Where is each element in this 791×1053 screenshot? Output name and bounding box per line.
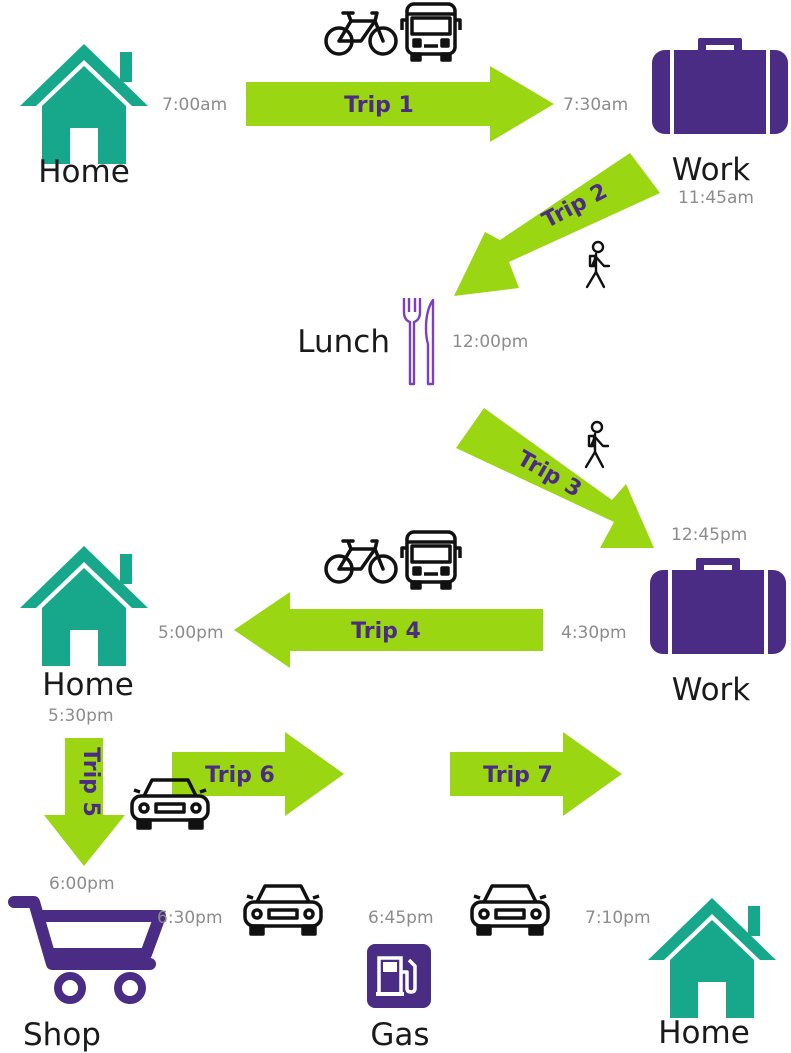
trip-1-arrow	[246, 66, 554, 142]
bicycle-icon	[324, 11, 398, 56]
time-t5-end: 6:00pm	[49, 874, 115, 894]
lunch-label: Lunch	[297, 324, 390, 360]
home-1-house-icon	[20, 44, 148, 164]
bus-icon	[400, 530, 462, 590]
time-t3-end: 12:45pm	[671, 525, 747, 545]
trip-4-label: Trip 4	[351, 619, 421, 644]
trip-7-arrow	[450, 732, 622, 816]
time-t2-end: 12:00pm	[452, 332, 528, 352]
gas-label: Gas	[370, 1017, 429, 1053]
home-2-label: Home	[42, 667, 134, 703]
work-1-briefcase-icon	[652, 38, 788, 134]
shop-cart-icon	[8, 896, 166, 1004]
car-icon	[243, 884, 323, 936]
bus-icon	[400, 2, 462, 62]
time-t2-start: 11:45am	[678, 188, 754, 208]
car-icon	[470, 884, 550, 936]
pedestrian-icon	[585, 240, 611, 289]
shop-label: Shop	[23, 1017, 101, 1053]
bicycle-icon	[324, 539, 398, 584]
trip-1-label: Trip 1	[344, 93, 414, 118]
time-t5-start: 5:30pm	[48, 706, 114, 726]
time-t7-end: 7:10pm	[585, 908, 651, 928]
trip-5-label: Trip 5	[78, 747, 103, 817]
trip-6-arrow	[172, 732, 344, 816]
pedestrian-icon	[584, 420, 610, 469]
time-t7-start: 6:45pm	[368, 908, 434, 928]
trip-7-label: Trip 7	[483, 763, 553, 788]
work-2-label: Work	[672, 672, 751, 708]
home-3-house-icon	[648, 898, 776, 1018]
time-t1-start: 7:00am	[162, 95, 227, 115]
time-t6-start: 6:30pm	[157, 908, 223, 928]
trip-6-label: Trip 6	[205, 763, 275, 788]
trip-3-arrow	[456, 408, 654, 548]
work-2-briefcase-icon	[650, 558, 786, 654]
time-t4-end: 5:00pm	[158, 623, 224, 643]
home-3-label: Home	[658, 1015, 750, 1051]
gas-pump-icon	[367, 944, 431, 1008]
trip-2-arrow	[454, 153, 660, 296]
trip-5-arrow	[44, 738, 125, 866]
trip-4-arrow	[234, 592, 543, 668]
lunch-fork-knife-icon	[402, 298, 435, 386]
time-t4-start: 4:30pm	[561, 623, 627, 643]
time-t1-end: 7:30am	[563, 95, 628, 115]
work-1-label: Work	[672, 152, 751, 188]
home-1-label: Home	[38, 154, 130, 190]
home-2-house-icon	[20, 546, 148, 666]
